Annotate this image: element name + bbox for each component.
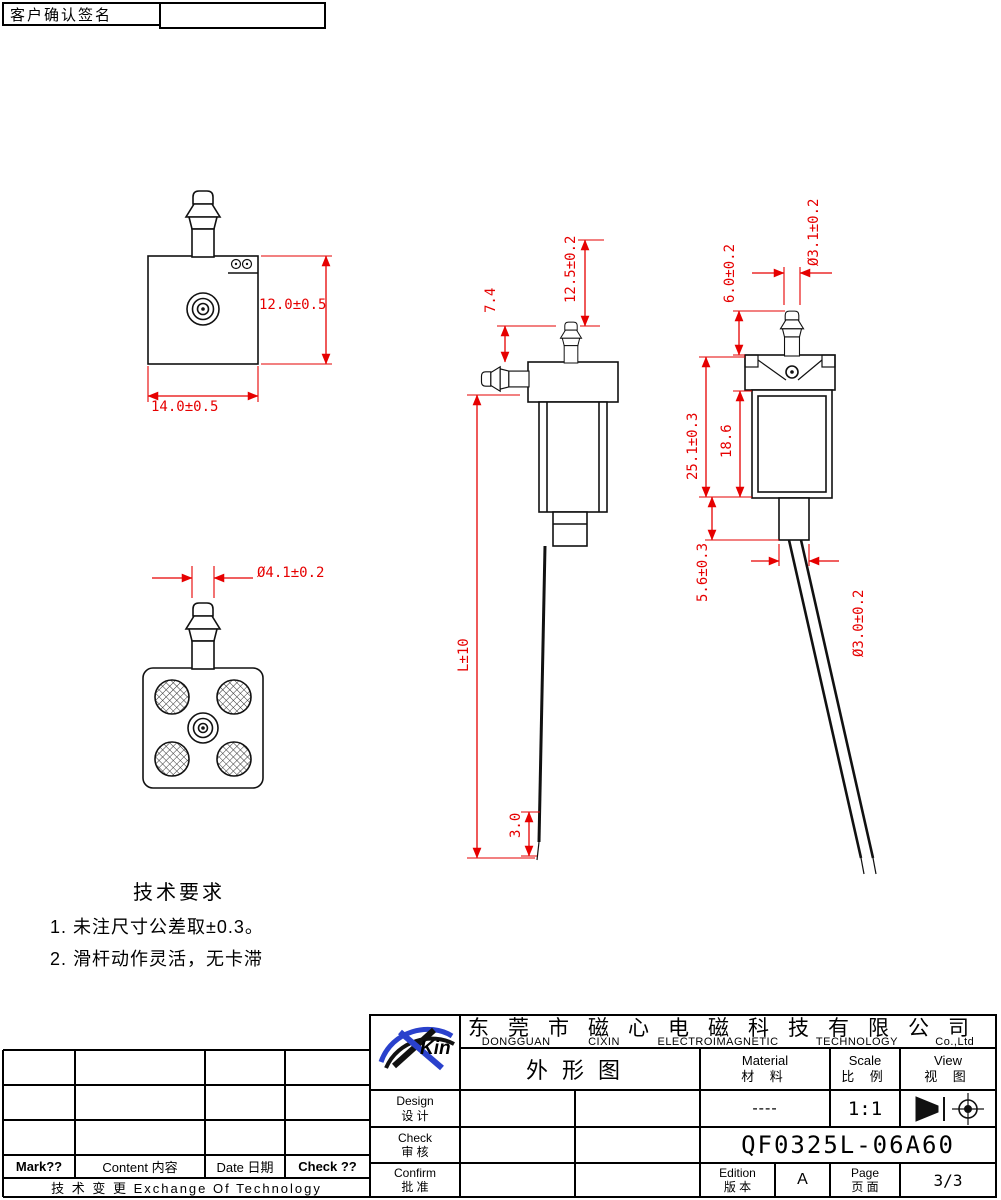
material-value: ---- bbox=[752, 1099, 778, 1117]
rear-view bbox=[744, 310, 877, 875]
tech-req-title: 技术要求 bbox=[133, 882, 225, 904]
view-header-cn: 视 图 bbox=[924, 1069, 972, 1084]
rev-content-label: Content 内容 bbox=[102, 1160, 178, 1175]
scale-value: 1:1 bbox=[847, 1097, 883, 1120]
rev-mark-label: Mark?? bbox=[15, 1159, 63, 1174]
dim-side-top-height: 12.5±0.2 bbox=[563, 235, 579, 303]
part-number: QF0325L-06A60 bbox=[741, 1131, 955, 1159]
rev-bottom-label: 技 术 变 更 Exchange Of Technology bbox=[51, 1181, 322, 1196]
dim-rear-coil-height: 18.6 bbox=[719, 424, 735, 458]
page-label-en: Page bbox=[850, 1165, 880, 1180]
design-label-cn: 设 计 bbox=[401, 1108, 429, 1123]
dim-front-height: 12.0±0.5 bbox=[259, 297, 327, 313]
tech-req-item-1: 1. 未注尺寸公差取±0.3。 bbox=[50, 917, 264, 937]
rev-check-label: Check ?? bbox=[298, 1159, 357, 1174]
dimension-lines bbox=[147, 239, 839, 859]
bottom-view bbox=[142, 602, 264, 789]
drawing-title: 外形图 bbox=[525, 1058, 634, 1083]
dim-side-barb-offset: 7.4 bbox=[483, 287, 499, 313]
company-logo-graphic bbox=[378, 1026, 455, 1071]
dim-rear-plunger-dia: Ø3.0±0.2 bbox=[851, 589, 867, 657]
dim-rear-nozzle-dia: Ø3.1±0.2 bbox=[806, 198, 822, 266]
material-header: Material 材 料 bbox=[700, 1048, 830, 1090]
confirm-cell: Confirm 批 准 bbox=[370, 1163, 460, 1197]
company-logo-text: Kin bbox=[420, 1038, 451, 1059]
view-header: View 视 图 bbox=[900, 1048, 996, 1090]
scale-header-en: Scale bbox=[848, 1053, 882, 1069]
customer-sign-label: 客户确认签名 bbox=[10, 7, 113, 24]
material-header-en: Material bbox=[741, 1053, 789, 1069]
tech-req-item-2: 2. 滑杆动作灵活，无卡滞 bbox=[50, 949, 264, 969]
scale-header-cn: 比 例 bbox=[841, 1069, 889, 1084]
edition-cell: Edition 版 本 bbox=[700, 1163, 775, 1197]
dim-rear-body-height: 25.1±0.3 bbox=[685, 412, 701, 480]
dim-bottom-nozzle-dia: Ø4.1±0.2 bbox=[257, 565, 325, 581]
side-view bbox=[480, 321, 619, 861]
dim-rear-nozzle-height: 6.0±0.2 bbox=[722, 243, 738, 303]
check-label-cn: 审 核 bbox=[401, 1145, 429, 1159]
company-name-cn: 东莞市磁心电磁科技有限公司 bbox=[468, 1017, 988, 1038]
check-label-en: Check bbox=[397, 1130, 432, 1145]
edition-label-en: Edition bbox=[719, 1165, 756, 1180]
dim-rear-plunger-height: 5.6±0.3 bbox=[695, 542, 711, 602]
dim-side-lead-length: L±10 bbox=[456, 638, 472, 672]
design-label-en: Design bbox=[396, 1094, 434, 1109]
front-view bbox=[147, 190, 259, 365]
dim-side-tip-strip: 3.0 bbox=[508, 812, 524, 838]
material-header-cn: 材 料 bbox=[741, 1069, 789, 1084]
page-cell: Page 页 面 bbox=[830, 1163, 900, 1197]
company-name-en: DONGGUAN CIXIN ELECTROIMAGNETIC TECHNOLO… bbox=[481, 1035, 975, 1048]
projection-symbol bbox=[915, 1093, 984, 1125]
edition-value: A bbox=[797, 1171, 808, 1188]
page-value: 3/3 bbox=[933, 1170, 963, 1190]
rev-date-label: Date 日期 bbox=[216, 1160, 274, 1175]
scale-header: Scale 比 例 bbox=[830, 1048, 900, 1090]
confirm-label-cn: 批 准 bbox=[401, 1180, 429, 1194]
page-label-cn: 页 面 bbox=[851, 1180, 879, 1194]
check-cell: Check 审 核 bbox=[370, 1127, 460, 1163]
design-cell: Design 设 计 bbox=[370, 1090, 460, 1127]
dim-front-width: 14.0±0.5 bbox=[151, 399, 219, 415]
view-header-en: View bbox=[934, 1053, 962, 1069]
edition-label-cn: 版 本 bbox=[723, 1180, 752, 1194]
confirm-label-en: Confirm bbox=[393, 1165, 436, 1180]
